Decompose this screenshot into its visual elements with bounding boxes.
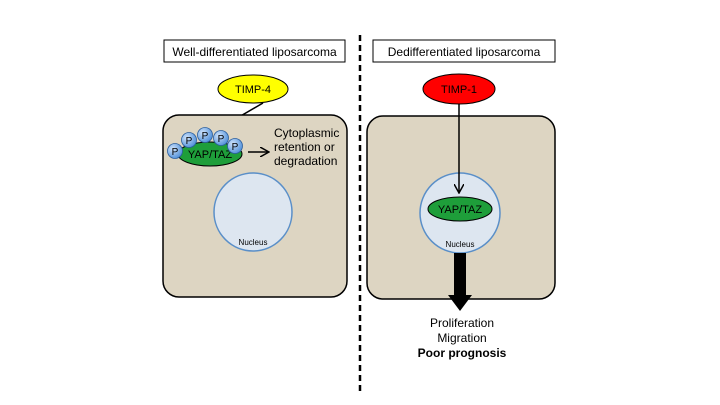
outcome-arrow [448, 253, 472, 311]
outcome-line: Cytoplasmic [274, 126, 339, 140]
right-nucleus-label: Nucleus [446, 240, 475, 249]
right-title-box [372, 39, 556, 63]
outcome-line: retention or [274, 140, 335, 154]
left-panel: Well-differentiated liposarcoma TIMP-4 Y… [162, 39, 348, 298]
timp1-label: TIMP-1 [441, 84, 477, 96]
left-nucleus-label: Nucleus [239, 238, 268, 247]
outcome-proliferation: Proliferation [430, 316, 494, 330]
left-nucleus [213, 172, 293, 252]
left-title-box [163, 39, 346, 63]
right-title: Dedifferentiated liposarcoma [388, 45, 541, 59]
phospho-icon [213, 130, 229, 146]
phospho-label: P [186, 136, 193, 147]
phospho-icon [167, 143, 183, 159]
phospho-label: P [218, 134, 225, 145]
phospho-label: P [172, 147, 179, 158]
phospho-icon [197, 127, 213, 143]
phospho-group: P P P P P [167, 127, 243, 159]
phospho-label: P [202, 131, 209, 142]
timp4-label: TIMP-4 [235, 84, 271, 96]
outcome-line: degradation [274, 154, 337, 168]
yaptaz-protein-nuclear [427, 196, 493, 222]
right-panel: Dedifferentiated liposarcoma TIMP-1 YAP/… [366, 39, 556, 360]
yaptaz-label: YAP/TAZ [188, 149, 232, 161]
left-title: Well-differentiated liposarcoma [172, 45, 337, 59]
timp4-ellipse [217, 74, 289, 104]
phospho-icon [181, 132, 197, 148]
yaptaz-nuclear-label: YAP/TAZ [438, 204, 482, 216]
outcome-prognosis: Poor prognosis [418, 346, 507, 360]
phospho-label: P [232, 142, 239, 153]
phospho-icon [227, 138, 243, 154]
outcome-migration: Migration [437, 331, 486, 345]
